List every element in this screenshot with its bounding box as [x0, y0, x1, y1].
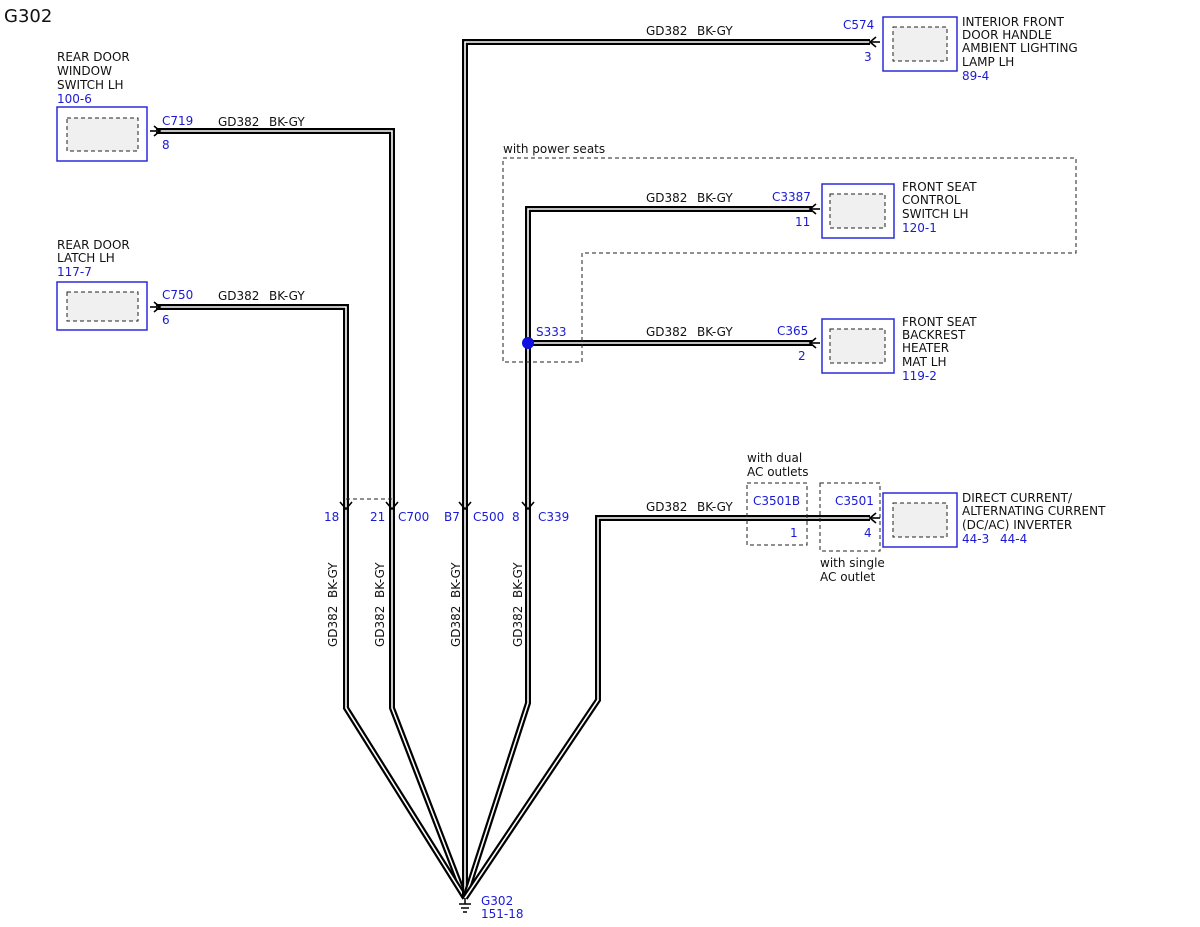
svg-text:GD382: GD382	[326, 606, 340, 647]
power-seats-option-region	[502, 157, 1077, 363]
svg-text:ALTERNATING CURRENT: ALTERNATING CURRENT	[962, 504, 1106, 518]
ground-label: G302	[481, 894, 513, 908]
c339-label: C339	[538, 510, 569, 524]
svg-text:BK-GY: BK-GY	[373, 562, 387, 598]
c750-label: C750	[162, 288, 193, 302]
svg-text:BK-GY: BK-GY	[697, 24, 733, 38]
backrest-heater-component: FRONT SEAT BACKREST HEATER MAT LH 119-2 …	[777, 315, 977, 383]
wire-c750	[156, 304, 468, 900]
inverter-ref-1: 44-3	[962, 532, 989, 546]
svg-text:INTERIOR FRONT: INTERIOR FRONT	[962, 15, 1065, 29]
backrest-heater-ref: 119-2	[902, 369, 937, 383]
c719-label: C719	[162, 114, 193, 128]
dual-ac-option-region	[746, 482, 808, 546]
svg-text:LATCH LH: LATCH LH	[57, 251, 115, 265]
inline-connectors: 18 21 C700 B7 C500 8 C339	[324, 501, 569, 524]
c500-label: C500	[473, 510, 504, 524]
svg-text:GD382: GD382	[511, 606, 525, 647]
svg-text:BK-GY: BK-GY	[449, 562, 463, 598]
svg-text:BK-GY: BK-GY	[269, 115, 305, 129]
svg-text:AMBIENT LIGHTING: AMBIENT LIGHTING	[962, 41, 1078, 55]
c3501-label: C3501	[835, 494, 874, 508]
ambient-lamp-component: INTERIOR FRONT DOOR HANDLE AMBIENT LIGHT…	[843, 15, 1078, 83]
diagram-title: G302	[4, 6, 52, 27]
c574-pin: 3	[864, 50, 872, 64]
inverter-ref-2: 44-4	[1000, 532, 1027, 546]
wire-c3501	[462, 515, 870, 900]
svg-text:GD382: GD382	[218, 115, 259, 129]
svg-text:GD382: GD382	[646, 500, 687, 514]
svg-text:BK-GY: BK-GY	[269, 289, 305, 303]
rear-door-latch-component: REAR DOOR LATCH LH 117-7 C750 6	[56, 238, 193, 331]
wire-labels: GD382 BK-GY GD382 BK-GY GD382 BK-GY GD38…	[218, 24, 733, 514]
s333-splice-dot	[522, 337, 534, 349]
inverter-component: DIRECT CURRENT/ ALTERNATING CURRENT (DC/…	[753, 491, 1106, 548]
rear-window-switch-ref: 100-6	[57, 92, 92, 106]
c339-pin: 8	[512, 510, 520, 524]
wire-c574	[462, 39, 870, 898]
svg-text:SWITCH LH: SWITCH LH	[57, 78, 124, 92]
c3501-pin: 4	[864, 526, 872, 540]
ambient-lamp-ref: 89-4	[962, 69, 989, 83]
power-seats-option-label: with power seats	[503, 142, 605, 156]
seat-control-switch-ref: 120-1	[902, 221, 937, 235]
c719-pin: 8	[162, 138, 170, 152]
svg-text:DIRECT CURRENT/: DIRECT CURRENT/	[962, 491, 1073, 505]
rear-window-switch-component: REAR DOOR WINDOW SWITCH LH 100-6 C719 8	[56, 50, 193, 162]
ground-symbol	[459, 898, 471, 913]
c700-pin-18: 18	[324, 510, 339, 524]
svg-text:LAMP LH: LAMP LH	[962, 55, 1014, 69]
c3501b-label: C3501B	[753, 494, 800, 508]
single-ac-option-region	[819, 482, 881, 552]
svg-text:REAR DOOR: REAR DOOR	[57, 50, 130, 64]
svg-text:GD382: GD382	[646, 325, 687, 339]
svg-text:SWITCH LH: SWITCH LH	[902, 207, 969, 221]
c500-pin: B7	[444, 510, 460, 524]
wire-c719	[156, 128, 468, 900]
c3501b-pin: 1	[790, 526, 798, 540]
wire-s333-ground	[462, 343, 531, 899]
svg-text:CONTROL: CONTROL	[902, 193, 961, 207]
c365-pin: 2	[798, 349, 806, 363]
svg-text:BK-GY: BK-GY	[697, 500, 733, 514]
svg-text:BK-GY: BK-GY	[697, 325, 733, 339]
c3387-label: C3387	[772, 190, 811, 204]
s333-label: S333	[536, 325, 567, 339]
svg-text:BK-GY: BK-GY	[697, 191, 733, 205]
seat-control-switch-component: FRONT SEAT CONTROL SWITCH LH 120-1 C3387…	[772, 180, 977, 239]
svg-text:BK-GY: BK-GY	[326, 562, 340, 598]
svg-text:(DC/AC) INVERTER: (DC/AC) INVERTER	[962, 518, 1072, 532]
c700-pin-21: 21	[370, 510, 385, 524]
svg-text:GD382: GD382	[646, 24, 687, 38]
single-ac-label-line1: with single	[820, 556, 885, 570]
c3387-pin: 11	[795, 215, 810, 229]
c574-label: C574	[843, 18, 874, 32]
svg-text:FRONT SEAT: FRONT SEAT	[902, 180, 977, 194]
ground-ref: 151-18	[481, 907, 524, 921]
dual-ac-label-line1: with dual	[747, 451, 802, 465]
svg-text:FRONT SEAT: FRONT SEAT	[902, 315, 977, 329]
svg-text:MAT LH: MAT LH	[902, 355, 946, 369]
c365-label: C365	[777, 324, 808, 338]
svg-text:GD382: GD382	[218, 289, 259, 303]
svg-text:WINDOW: WINDOW	[57, 64, 112, 78]
wires	[156, 39, 870, 900]
svg-text:BACKREST: BACKREST	[902, 328, 966, 342]
single-ac-label-line2: AC outlet	[820, 570, 876, 584]
dual-ac-label-line2: AC outlets	[747, 465, 809, 479]
rear-door-latch-ref: 117-7	[57, 265, 92, 279]
svg-text:GD382: GD382	[449, 606, 463, 647]
svg-text:REAR DOOR: REAR DOOR	[57, 238, 130, 252]
svg-text:BK-GY: BK-GY	[511, 562, 525, 598]
c750-pin: 6	[162, 313, 170, 327]
svg-text:GD382: GD382	[373, 606, 387, 647]
svg-text:DOOR HANDLE: DOOR HANDLE	[962, 28, 1052, 42]
wire-c3387	[525, 206, 812, 343]
svg-text:HEATER: HEATER	[902, 341, 949, 355]
svg-text:GD382: GD382	[646, 191, 687, 205]
vertical-wire-labels: BK-GY GD382 BK-GY GD382 BK-GY GD382 BK-G…	[326, 562, 525, 647]
c700-label: C700	[398, 510, 429, 524]
